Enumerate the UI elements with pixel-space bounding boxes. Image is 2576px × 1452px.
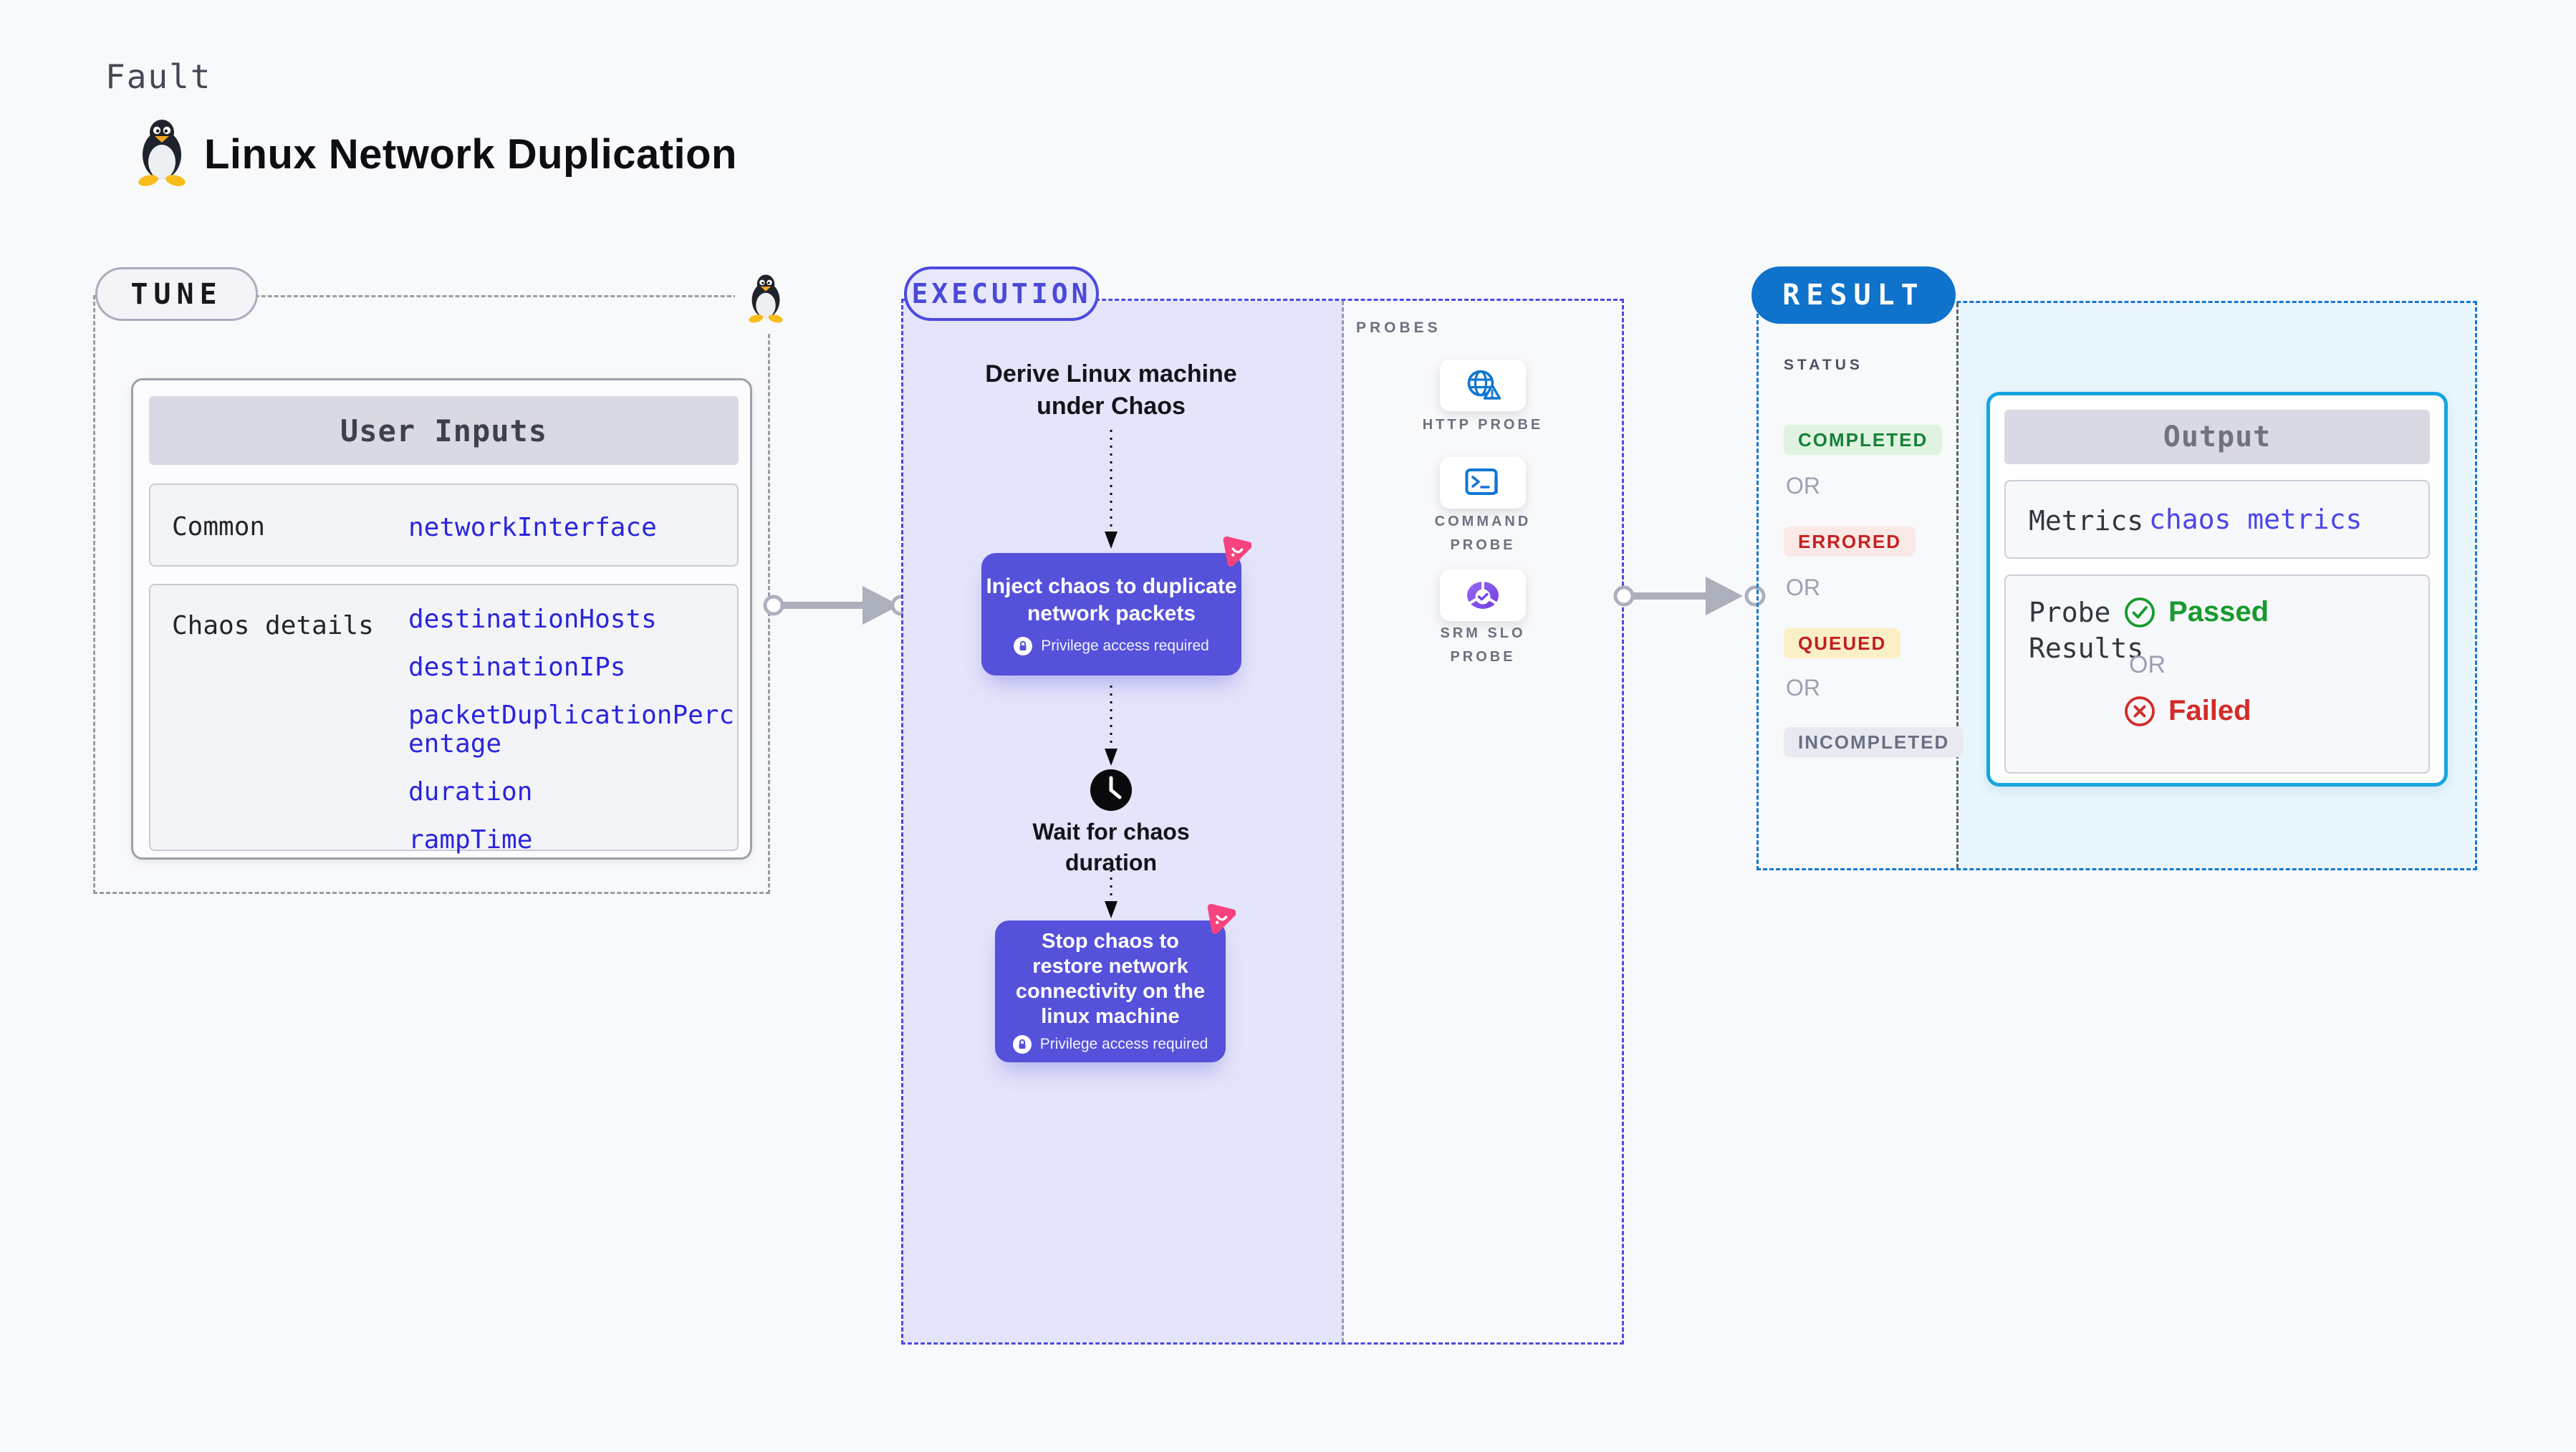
page-title: Linux Network Duplication — [204, 131, 737, 178]
row-label: Common — [172, 512, 266, 542]
param-link-destinationIPs[interactable]: destinationIPs — [408, 653, 626, 682]
status-badge-queued: QUEUED — [1784, 628, 1901, 658]
lock-icon — [1014, 637, 1033, 655]
user-input-row-chaos-details: Chaos details destinationHosts destinati… — [149, 584, 739, 855]
user-inputs-header: User Inputs — [149, 396, 739, 465]
or-separator: OR — [1786, 675, 1820, 701]
row-label: Chaos details — [172, 611, 374, 640]
inject-chaos-title: Inject chaos to duplicate network packet… — [986, 574, 1237, 625]
step-derive-machine: Derive Linux machine under Chaos — [985, 360, 1237, 420]
privilege-note: Privilege access required — [1039, 1036, 1208, 1052]
lock-icon — [1012, 1035, 1032, 1054]
tux-penguin-icon — [131, 117, 193, 186]
or-separator: OR — [1786, 574, 1820, 600]
output-header: Output — [2004, 410, 2430, 464]
status-badge-completed: COMPLETED — [1784, 425, 1943, 455]
metrics-label: Metrics — [2029, 505, 2144, 537]
terminal-icon — [1465, 468, 1498, 495]
arrow-execution-to-result — [1613, 577, 1766, 615]
result-pill: RESULT — [1751, 266, 1956, 324]
srm-slo-probe-label: SRM SLO PROBE — [1440, 625, 1526, 665]
param-link-rampTime[interactable]: rampTime — [408, 825, 533, 855]
failed-label: Failed — [2168, 695, 2251, 726]
probe-results-label: Probe Results — [2029, 597, 2144, 664]
tune-pill: TUNE — [95, 267, 258, 321]
user-input-row-common: Common networkInterface — [149, 484, 739, 567]
inject-chaos-step: Inject chaos to duplicate network packet… — [981, 536, 1251, 675]
stop-chaos-title: Stop chaos to restore network connectivi… — [1015, 930, 1206, 1028]
globe-warning-icon — [1467, 370, 1501, 400]
chaos-badge-icon — [1223, 536, 1251, 567]
tux-penguin-icon-small — [735, 262, 797, 334]
step-wait-duration: Wait for chaos duration — [1032, 819, 1190, 875]
chaos-badge-icon — [1207, 903, 1236, 935]
slo-donut-check-icon — [1467, 580, 1499, 609]
x-circle-icon — [2125, 696, 2155, 726]
arrow-tune-to-execution — [763, 586, 912, 625]
probe-results-row: Probe Results Passed OR Failed — [2004, 574, 2430, 774]
or-separator: OR — [2129, 651, 2166, 678]
chaos-metrics-link[interactable]: chaos metrics — [2149, 504, 2363, 535]
fault-kicker: Fault — [105, 57, 212, 96]
dotted-arrow — [1105, 430, 1118, 549]
probes-header: PROBES — [1356, 319, 1441, 336]
tune-section-box — [93, 295, 770, 894]
param-link-destinationHosts[interactable]: destinationHosts — [408, 605, 657, 634]
or-separator: OR — [1786, 473, 1820, 499]
execution-probes-divider — [1342, 301, 1344, 1342]
metrics-row: Metrics chaos metrics — [2004, 480, 2430, 559]
srm-slo-probe-card — [1440, 569, 1526, 621]
command-probe-label: COMMAND PROBE — [1434, 514, 1532, 553]
dotted-arrow — [1105, 870, 1118, 918]
probe-result-passed: Passed — [2124, 596, 2269, 628]
passed-label: Passed — [2168, 596, 2269, 628]
command-probe-card — [1440, 457, 1526, 509]
http-probe-card — [1440, 360, 1526, 411]
param-link-packetDuplicationPercentage[interactable]: packetDuplicationPercentage — [408, 701, 735, 759]
param-link-networkInterface[interactable]: networkInterface — [408, 513, 657, 542]
output-card: Output Metrics chaos metrics Probe Resul… — [1986, 392, 2448, 787]
http-probe-label: HTTP PROBE — [1422, 417, 1544, 433]
status-header: STATUS — [1784, 357, 1863, 373]
execution-pill: EXECUTION — [904, 266, 1099, 321]
dotted-arrow — [1105, 686, 1118, 766]
privilege-note: Privilege access required — [1041, 638, 1209, 654]
execution-flow-background — [903, 301, 1344, 1342]
stop-chaos-step: Stop chaos to restore network connectivi… — [995, 903, 1236, 1062]
user-inputs-card: User Inputs Common networkInterface Chao… — [131, 378, 752, 860]
param-link-duration[interactable]: duration — [408, 777, 533, 807]
status-badge-errored: ERRORED — [1784, 527, 1916, 557]
status-badge-incompleted: INCOMPLETED — [1784, 727, 1964, 757]
execution-section-box — [901, 299, 1624, 1345]
probe-result-failed: Failed — [2124, 695, 2251, 727]
clock-icon — [1090, 769, 1132, 811]
check-circle-icon — [2125, 597, 2155, 628]
